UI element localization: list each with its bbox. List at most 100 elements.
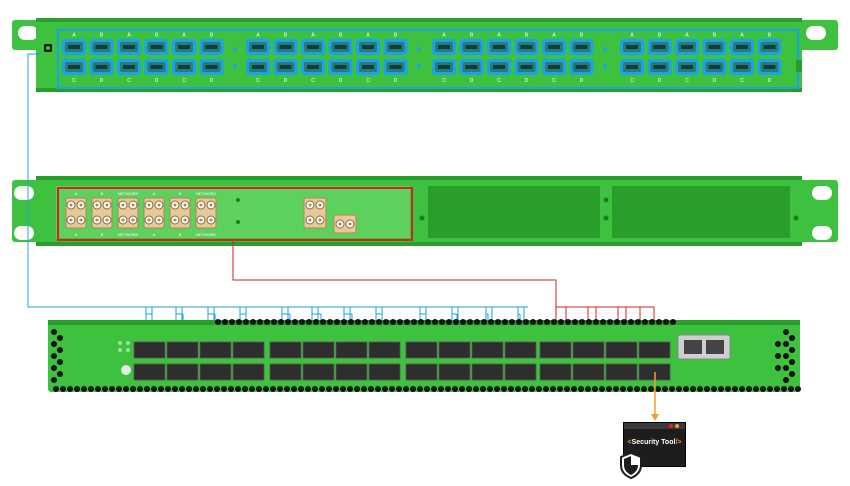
port-label: D bbox=[713, 78, 717, 84]
port-label: A bbox=[685, 33, 689, 39]
power-button bbox=[121, 365, 131, 375]
lc-label: B bbox=[179, 191, 182, 196]
lc-label: NETWORK bbox=[118, 191, 139, 196]
sfp-port bbox=[335, 363, 368, 381]
port-label: C bbox=[552, 78, 556, 84]
port-label: B bbox=[580, 33, 584, 39]
sfp-port bbox=[605, 363, 638, 381]
sfp-port bbox=[504, 363, 537, 381]
port-label: D bbox=[768, 78, 772, 84]
sfp-port bbox=[166, 363, 199, 381]
port-label: C bbox=[366, 78, 370, 84]
port-label: A bbox=[552, 33, 556, 39]
sfp-port bbox=[232, 363, 265, 381]
sfp-port bbox=[471, 363, 504, 381]
port-label: C bbox=[630, 78, 634, 84]
port-label: C bbox=[182, 78, 186, 84]
sfp-port bbox=[605, 341, 638, 359]
port-label: B bbox=[525, 33, 529, 39]
top-patch-panel: ACBDACBDACBDACBDACBDACBDACBDACBDACBDACBD… bbox=[12, 18, 838, 92]
sfp-port bbox=[133, 363, 166, 381]
sfp-port bbox=[539, 341, 572, 359]
network-switch bbox=[48, 319, 801, 392]
sfp-port bbox=[199, 363, 232, 381]
port-label: B bbox=[100, 33, 104, 39]
window-dot bbox=[669, 424, 673, 428]
sfp-port bbox=[438, 341, 471, 359]
sfp-port bbox=[405, 363, 438, 381]
port-label: C bbox=[497, 78, 501, 84]
sfp-port bbox=[199, 341, 232, 359]
port-label: A bbox=[630, 33, 634, 39]
port-label: A bbox=[72, 33, 76, 39]
bracket-close: /> bbox=[675, 439, 682, 446]
port-label: B bbox=[768, 33, 772, 39]
port-label: B bbox=[394, 33, 398, 39]
middle-patch-panel: A A B B NETWORK NETWORK A A B B NETWORK NETWORK bbox=[12, 176, 838, 246]
sfp-port bbox=[269, 341, 302, 359]
port-label: C bbox=[127, 78, 131, 84]
lc-label: NETWORK bbox=[196, 191, 217, 196]
port-label: C bbox=[72, 78, 76, 84]
sfp-port bbox=[638, 341, 671, 359]
port-label: D bbox=[394, 78, 398, 84]
sfp-port bbox=[335, 341, 368, 359]
tool-title-bar bbox=[624, 423, 685, 429]
port-label: B bbox=[658, 33, 662, 39]
port-label: A bbox=[127, 33, 131, 39]
connection-line bbox=[232, 240, 557, 345]
port-label: A bbox=[311, 33, 315, 39]
sfp-port bbox=[572, 341, 605, 359]
rj45-port bbox=[706, 340, 724, 354]
port-label: C bbox=[311, 78, 315, 84]
security-tool-label: <Security Tool/> bbox=[624, 439, 685, 446]
rack-ear-hole bbox=[18, 26, 38, 40]
lc-label: A bbox=[153, 232, 156, 237]
sfp-port bbox=[133, 341, 166, 359]
sfp-port bbox=[405, 341, 438, 359]
sfp-port bbox=[368, 363, 401, 381]
tool-arrow bbox=[651, 414, 659, 421]
port-label: B bbox=[339, 33, 343, 39]
lc-label: A bbox=[153, 191, 156, 196]
connection-line bbox=[27, 53, 528, 308]
port-label: C bbox=[740, 78, 744, 84]
lc-label: B bbox=[101, 232, 104, 237]
lc-label: NETWORK bbox=[118, 232, 139, 237]
port-label: C bbox=[256, 78, 260, 84]
lc-port bbox=[333, 214, 357, 234]
sfp-port bbox=[166, 341, 199, 359]
port-label: A bbox=[366, 33, 370, 39]
port-label: D bbox=[100, 78, 104, 84]
port-label: A bbox=[442, 33, 446, 39]
port-label: D bbox=[284, 78, 288, 84]
sfp-port bbox=[302, 363, 335, 381]
port-label: B bbox=[155, 33, 159, 39]
port-label: B bbox=[470, 33, 474, 39]
port-label: A bbox=[740, 33, 744, 39]
port-label: C bbox=[685, 78, 689, 84]
rj45-port bbox=[684, 340, 702, 354]
lc-label: A bbox=[75, 191, 78, 196]
lc-label: NETWORK bbox=[196, 232, 217, 237]
port-label: B bbox=[713, 33, 717, 39]
sfp-port bbox=[572, 363, 605, 381]
port-label: A bbox=[497, 33, 501, 39]
top-panel-highlight bbox=[57, 29, 799, 89]
port-label: D bbox=[210, 78, 214, 84]
port-label: D bbox=[525, 78, 529, 84]
sfp-port bbox=[232, 341, 265, 359]
sfp-port bbox=[438, 363, 471, 381]
sfp-port bbox=[539, 363, 572, 381]
lc-label: B bbox=[179, 232, 182, 237]
shield-icon bbox=[620, 452, 642, 479]
window-dot bbox=[675, 424, 679, 428]
sfp-port bbox=[471, 341, 504, 359]
security-tool-window: <Security Tool/> bbox=[623, 422, 686, 467]
port-label: D bbox=[339, 78, 343, 84]
lc-label: B bbox=[101, 191, 104, 196]
lc-label: A bbox=[75, 232, 78, 237]
port-label: D bbox=[470, 78, 474, 84]
